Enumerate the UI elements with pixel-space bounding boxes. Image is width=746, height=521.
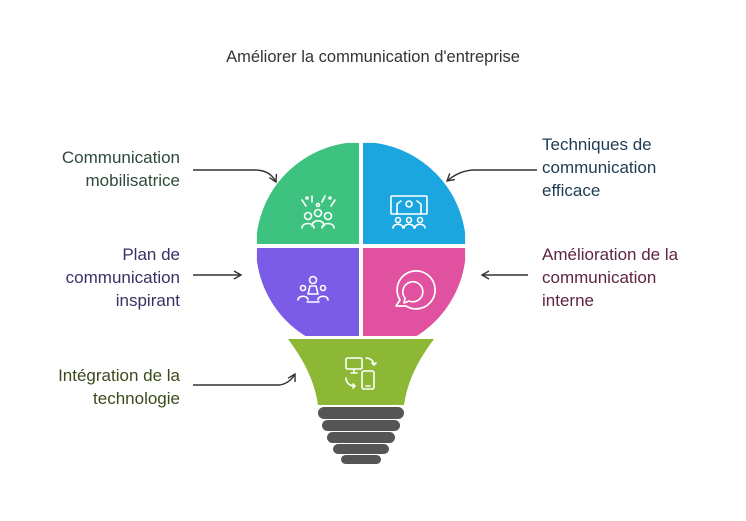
segment-blue xyxy=(361,142,466,246)
label-communication-mobilisatrice: Communication mobilisatrice xyxy=(62,146,180,192)
label-line: communication xyxy=(65,268,180,287)
chat-bubble-icon xyxy=(395,270,436,310)
label-amelioration-communication-interne: Amélioration de la communication interne xyxy=(542,243,678,312)
label-line: communication xyxy=(542,158,657,177)
label-line: Techniques de xyxy=(542,135,652,154)
speaker-audience-icon xyxy=(297,275,329,303)
label-line: mobilisatrice xyxy=(85,171,180,190)
arrows xyxy=(193,169,537,386)
label-line: Communication xyxy=(61,148,180,167)
device-sync-icon xyxy=(345,357,377,390)
label-line: efficace xyxy=(542,181,601,200)
crowd-celebration-icon xyxy=(301,195,336,229)
label-line: technologie xyxy=(93,389,180,408)
label-line: Intégration de la xyxy=(58,366,180,385)
bulb-base xyxy=(318,407,404,464)
label-integration-technologie: Intégration de la technologie xyxy=(58,364,180,410)
label-line: Plan de xyxy=(122,245,180,264)
label-line: Amélioration de la xyxy=(542,245,679,264)
arrow-techniques xyxy=(445,169,537,182)
label-techniques-de-communication: Techniques de communication efficace xyxy=(542,133,656,202)
segment-green xyxy=(256,142,361,246)
presentation-audience-icon xyxy=(390,195,428,229)
segment-pink xyxy=(361,246,466,338)
segment-olive xyxy=(288,339,434,405)
arrow-mobilisatrice xyxy=(193,169,278,184)
label-line: interne xyxy=(542,291,594,310)
diagram-title: Améliorer la communication d'entreprise xyxy=(226,48,520,66)
label-line: communication xyxy=(542,268,657,287)
label-plan-de-communication: Plan de communication inspirant xyxy=(66,243,180,312)
arrow-technologie xyxy=(193,372,296,386)
label-line: inspirant xyxy=(115,291,180,310)
